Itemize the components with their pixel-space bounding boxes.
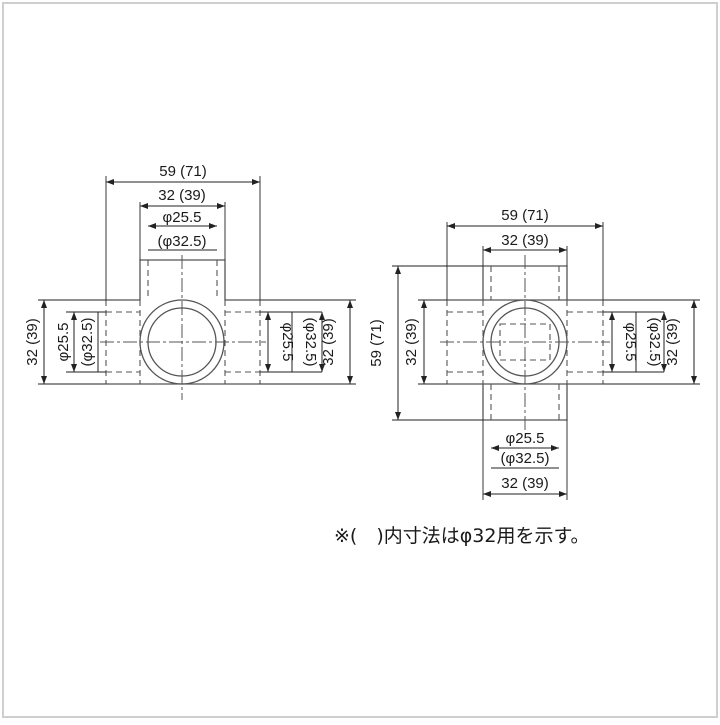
arrowhead [395, 412, 401, 420]
arrowhead [447, 223, 455, 229]
arrowhead [691, 376, 697, 384]
dim-overall-width: 59 (71) [159, 163, 207, 180]
arrowhead [609, 312, 615, 320]
arrowhead [595, 223, 603, 229]
arrowhead [71, 312, 77, 320]
arrowhead [347, 376, 353, 384]
dim-diameter-outer: (φ32.5) [158, 233, 207, 250]
dim-diameter-outer: (φ32.5) [501, 450, 550, 467]
arrowhead [421, 376, 427, 384]
arrowhead [106, 179, 114, 185]
dim-diameter-outer: (φ32.5) [646, 318, 663, 367]
arrowhead [691, 300, 697, 308]
dim-diameter-outer: (φ32.5) [302, 318, 319, 367]
left-view: 59 (71) 32 (39) φ25.5 (φ32.5) 32 (39) φ2… [24, 163, 356, 400]
dim-diameter-inner: φ25.5 [279, 323, 296, 362]
arrowhead [209, 223, 217, 229]
arrowhead [421, 300, 427, 308]
arrowhead [551, 445, 559, 451]
dim-overall-width: 59 (71) [501, 207, 549, 224]
dim-diameter-inner: φ25.5 [622, 323, 639, 362]
dim-height-right: 32 (39) [664, 318, 681, 366]
arrowhead [319, 312, 325, 320]
arrowhead [483, 491, 491, 497]
arrowhead [265, 312, 271, 320]
left-view-outline-top [106, 259, 260, 301]
dim-diameter-outer: (φ32.5) [79, 318, 96, 367]
arrowhead [483, 247, 491, 253]
arrowhead [559, 247, 567, 253]
arrowhead [140, 203, 148, 209]
arrowhead [319, 364, 325, 372]
arrowhead [71, 364, 77, 372]
dimension-note: ※( )内寸法はφ32用を示す。 [334, 525, 590, 547]
dim-mid-width: 32 (39) [158, 187, 206, 204]
dim-diameter-inner: φ25.5 [55, 323, 72, 362]
arrowhead [148, 223, 156, 229]
arrowhead [41, 300, 47, 308]
arrowhead [491, 445, 499, 451]
arrowhead [347, 300, 353, 308]
dim-bottom-width: 32 (39) [501, 475, 549, 492]
right-view: 59 (71) 32 (39) 59 (71) 32 (39) φ25.5 (φ… [368, 207, 700, 500]
arrowhead [252, 179, 260, 185]
dim-mid-width: 32 (39) [501, 232, 549, 249]
arrowhead [395, 266, 401, 274]
dim-height-right: 32 (39) [320, 318, 337, 366]
arrowhead [217, 203, 225, 209]
dim-diameter-inner: φ25.5 [506, 430, 545, 447]
dim-height-left: 32 (39) [24, 318, 41, 366]
arrowhead [265, 364, 271, 372]
dim-diameter-inner: φ25.5 [163, 209, 202, 226]
arrowhead [41, 376, 47, 384]
arrowhead [661, 364, 667, 372]
dim-overall-height: 59 (71) [368, 319, 385, 367]
dim-mid-height: 32 (39) [403, 318, 420, 366]
arrowhead [609, 364, 615, 372]
arrowhead [661, 312, 667, 320]
arrowhead [559, 491, 567, 497]
